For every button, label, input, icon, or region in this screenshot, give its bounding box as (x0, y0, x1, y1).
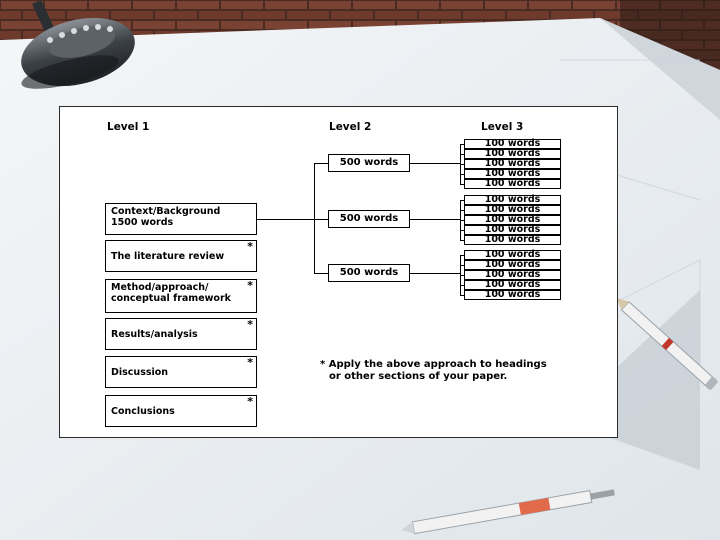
connector (410, 219, 460, 220)
level3-header: Level 3 (481, 121, 523, 133)
connector (314, 163, 328, 164)
level1-header: Level 1 (107, 121, 149, 133)
asterisk: * (247, 396, 253, 407)
level2-box: 500 words (328, 264, 410, 282)
connector (410, 163, 460, 164)
level1-box-line1: The literature review (111, 251, 224, 262)
level2-box: 500 words (328, 210, 410, 228)
level2-header: Level 2 (329, 121, 371, 133)
level1-box-discussion: Discussion * (105, 356, 257, 388)
asterisk: * (247, 280, 253, 291)
level2-box: 500 words (328, 154, 410, 172)
footnote-line1: * Apply the above approach to headings (320, 359, 547, 371)
connector (257, 219, 314, 220)
connector (314, 273, 328, 274)
level1-box-line1: Discussion (111, 367, 168, 378)
level3-box: 100 words (464, 235, 561, 245)
level3-box: 100 words (464, 290, 561, 300)
connector (410, 273, 460, 274)
footnote: * Apply the above approach to headings o… (320, 359, 547, 383)
level3-box: 100 words (464, 179, 561, 189)
footnote-line2: or other sections of your paper. (320, 371, 547, 383)
level1-box-line1: Results/analysis (111, 329, 198, 340)
asterisk: * (247, 241, 253, 252)
level1-box-results: Results/analysis * (105, 318, 257, 350)
level1-box-line2: conceptual framework (111, 293, 231, 304)
diagram-panel: Level 1 Level 2 Level 3 Context/Backgrou… (59, 106, 618, 438)
level1-box-literature: The literature review * (105, 240, 257, 272)
asterisk: * (247, 357, 253, 368)
connector (314, 219, 328, 220)
level1-box-line1: Context/Background (111, 206, 220, 217)
level1-box-line2: 1500 words (111, 217, 173, 228)
level1-box-context: Context/Background 1500 words (105, 203, 257, 235)
asterisk: * (247, 319, 253, 330)
level1-box-method: Method/approach/ conceptual framework * (105, 279, 257, 313)
level1-box-line1: Conclusions (111, 406, 175, 417)
level1-box-line1: Method/approach/ (111, 282, 209, 293)
level1-box-conclusions: Conclusions * (105, 395, 257, 427)
